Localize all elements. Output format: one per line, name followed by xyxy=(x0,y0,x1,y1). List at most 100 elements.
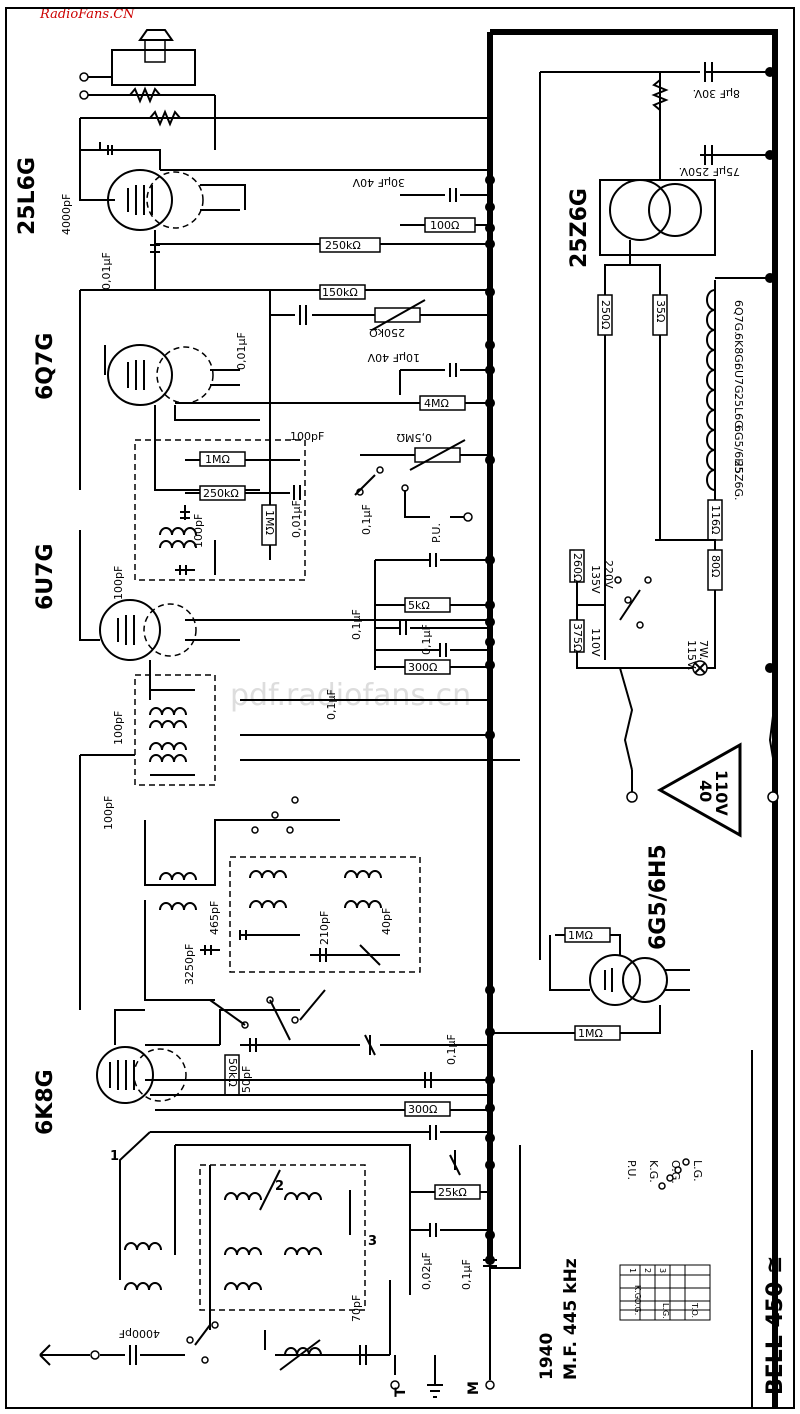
tube-6k8g-label: 6K8G xyxy=(33,1069,58,1135)
r-150k-label: 150kΩ xyxy=(322,286,358,299)
c-8uf-label: 8µF 30V. xyxy=(693,87,740,100)
tube-6u7g-label: 6U7G xyxy=(33,543,58,610)
c-100pf-c-label: 100pF xyxy=(112,566,125,600)
legend-lg: L.G. xyxy=(691,1160,704,1182)
c-01-e-label: 0,1µF xyxy=(445,1034,458,1065)
voltage-220: 220V xyxy=(602,560,615,589)
warning-triangle: 40 110V xyxy=(656,742,742,838)
main-bus xyxy=(490,29,778,1408)
r-250-label: 250Ω xyxy=(599,300,612,329)
tube-6q7g-label: 6Q7G xyxy=(33,333,58,400)
r-250k2-label: 250kΩ xyxy=(369,326,405,339)
r-25k-label: 25kΩ xyxy=(438,1186,467,1199)
c-30uf-label: 30µF 40V xyxy=(352,176,405,189)
switch-legend: P.U. K.G. O.G. L.G. xyxy=(625,1158,704,1190)
c-70pf-label: 70pF xyxy=(350,1295,363,1322)
c-4000pf-top-label: 4000pF xyxy=(60,194,73,235)
c-01-b-label: 0,1µF xyxy=(350,609,363,640)
terminal-t: T xyxy=(393,1387,409,1397)
r-05m-label: 0,5MΩ xyxy=(397,431,432,444)
lamp-wattage: 7W. xyxy=(697,640,710,660)
triangle-top: 40 xyxy=(696,780,715,802)
tube-25z6g-label: 25Z6G xyxy=(567,188,592,268)
heater-25z6g: 25Z6G. xyxy=(732,460,745,501)
tube-25l6g-label: 25L6G xyxy=(15,157,40,235)
c-100pf-b-label: 100pF xyxy=(192,514,205,548)
tube-25l6g xyxy=(79,118,490,290)
r-250k-label: 250kΩ xyxy=(325,239,361,252)
r-4m-label: 4MΩ xyxy=(424,397,449,410)
c-100pf-e-label: 100pF xyxy=(102,796,115,830)
c-75uf-label: 75µF 250V. xyxy=(679,165,740,178)
r-300b-label: 300Ω xyxy=(408,1103,437,1116)
c-3250pf-label: 3250pF xyxy=(183,944,196,985)
r-100-label: 100Ω xyxy=(430,219,459,232)
volume-section: 250kΩ 10µF 40V 4MΩ 0,5MΩ 0,1µF P.U. xyxy=(175,290,490,560)
r-300-label: 300Ω xyxy=(408,661,437,674)
voltage-135: 135V xyxy=(589,565,602,594)
rf-section: 25kΩ xyxy=(39,1131,521,1398)
c-001-c-label: 0,01µF xyxy=(290,500,303,538)
switch-table: K.G. O.G. L.G. T.O. 1 2 3 xyxy=(619,1264,711,1321)
tube-6g5-label: 6G5/6H5 xyxy=(646,844,671,950)
r-35-label: 35Ω xyxy=(654,300,667,322)
heater-chain: 6Q7G. 6K8G. 6U7G. 25L6G. 6G5/6H5 25Z6G. … xyxy=(620,277,770,669)
tube-25z6g xyxy=(539,62,770,960)
model-title: BELL 450 ≅ xyxy=(763,1255,788,1395)
watermark-center: pdf.radiofans.cn xyxy=(230,678,471,713)
c-001-a-label: 0,01µF xyxy=(100,252,113,290)
voltage-selector: 260Ω 375Ω 220V 135V 110V xyxy=(569,549,652,669)
table-header-2: 2 xyxy=(643,1268,652,1273)
heater-6u7g: 6U7G. xyxy=(732,363,745,397)
c-01-f-label: 0,1µF xyxy=(460,1259,473,1290)
r-1m3-label: 1MΩ xyxy=(568,929,593,942)
mf-label: M.F. 445 kHz xyxy=(561,1258,581,1380)
heater-25l6g: 25L6G. xyxy=(732,393,745,432)
table-row-kg: K.G. xyxy=(633,1285,642,1302)
voltage-110: 110V xyxy=(589,628,602,657)
c-100pf-d-label: 100pF xyxy=(112,711,125,745)
c-01-a-label: 0,1µF xyxy=(360,504,373,535)
pilot-lamp: 115V. 7W. xyxy=(685,640,710,676)
lamp-voltage: 115V. xyxy=(685,640,698,671)
table-header-3: 3 xyxy=(658,1268,667,1273)
c-4000pf-ant-label: 4000pF xyxy=(119,1327,160,1340)
r-80-label: 80Ω xyxy=(709,555,722,577)
r-5k-label: 5kΩ xyxy=(408,599,430,612)
r-250-box xyxy=(597,294,613,336)
tube-6u7g: 5kΩ 300Ω xyxy=(79,530,490,700)
r-1m4-label: 1MΩ xyxy=(578,1027,603,1040)
c-01-c-label: 0,1µF xyxy=(420,624,433,655)
triangle-bottom: 110V xyxy=(712,770,731,816)
c-210pf-label: 210pF xyxy=(318,911,331,945)
r-116-label: 116Ω xyxy=(709,505,722,534)
decoupling-section: 100Ω 250kΩ 30µF 40V 150kΩ xyxy=(80,176,490,300)
r-1m2-label: 1MΩ xyxy=(263,510,276,535)
oscillator-section xyxy=(144,796,400,1041)
terminal-m: M xyxy=(466,1381,482,1395)
r-375-label: 375Ω xyxy=(571,623,584,652)
if1-shield xyxy=(134,674,216,786)
if2-transformer: 1MΩ 250kΩ 1MΩ xyxy=(159,451,301,575)
year-label: 1940 xyxy=(537,1333,557,1380)
c-40pf-label: 40pF xyxy=(380,908,393,935)
table-header-1: 1 xyxy=(628,1268,637,1273)
c-10uf-label: 10µF 40V xyxy=(367,351,420,364)
r-250k3-label: 250kΩ xyxy=(203,487,239,500)
heater-6g5: 6G5/6H5 xyxy=(732,425,745,474)
c-01-d-label: 0,1µF xyxy=(325,689,338,720)
heater-6k8g: 6K8G. xyxy=(732,333,745,366)
if1-transformer xyxy=(79,689,520,1010)
r-260-label: 260Ω xyxy=(571,553,584,582)
watermark: RadioFans.CN xyxy=(39,7,135,22)
table-row-lg: L.G. xyxy=(661,1303,670,1319)
table-row-to: T.O. xyxy=(690,1302,699,1318)
mains-switch xyxy=(619,667,779,803)
c-001-b-label: 0,01µF xyxy=(235,332,248,370)
switch-num-3: 3 xyxy=(368,1234,377,1249)
if2-shield xyxy=(134,439,306,581)
c-100pf-a-label: 100pF xyxy=(290,430,324,443)
tube-6k8g: 50kΩ 300Ω xyxy=(96,1009,490,1140)
frame xyxy=(5,7,795,1409)
